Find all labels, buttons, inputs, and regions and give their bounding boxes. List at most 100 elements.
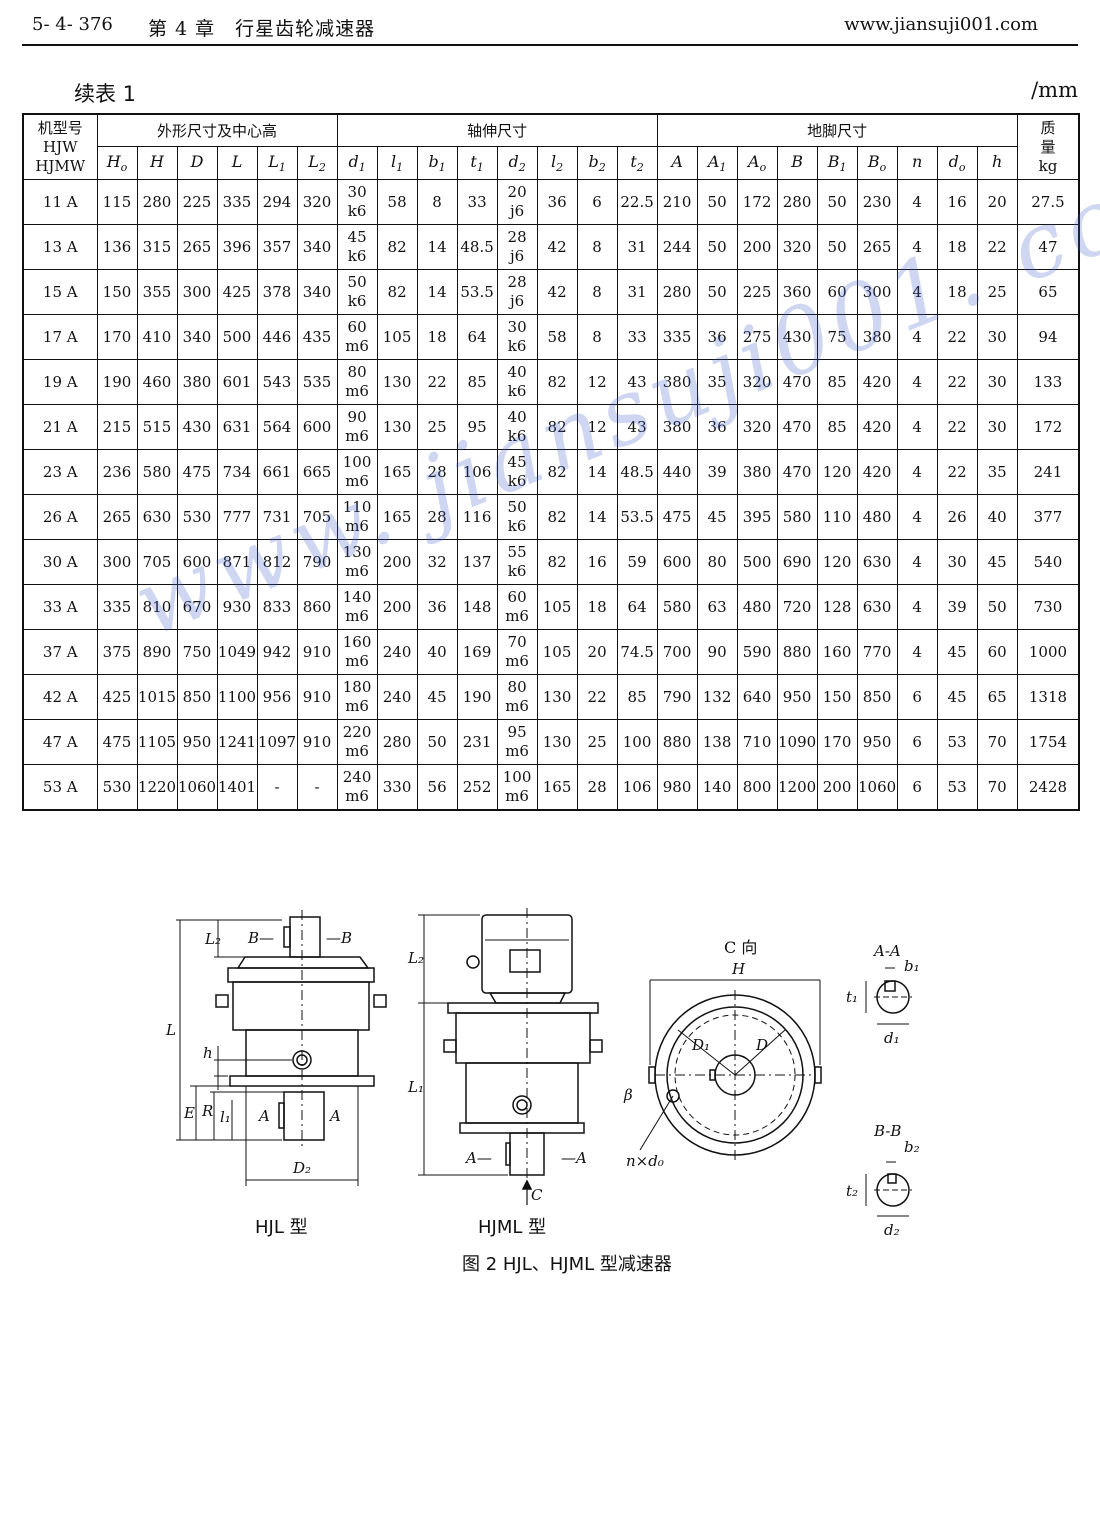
column-subscript: o <box>759 161 767 175</box>
table-cell: 600 <box>656 539 698 585</box>
table-cell: 705 <box>296 494 338 540</box>
table-cell: 225 <box>176 179 218 225</box>
column-symbol: n <box>911 151 923 171</box>
table-cell: 59 <box>616 539 658 585</box>
hjml-upper-housing <box>455 1012 591 1064</box>
label-bb: B-B <box>873 1122 901 1140</box>
mass-header: 质 量 kg <box>1016 113 1080 180</box>
table-cell: 265 <box>856 224 898 270</box>
table-cell: 956 <box>256 674 298 720</box>
table-cell-line: k6 <box>507 562 527 580</box>
table-cell: 812 <box>256 539 298 585</box>
mass-header-1: 质 <box>1040 118 1056 137</box>
table-cell: 105 <box>536 584 578 630</box>
column-header: n <box>896 146 938 180</box>
column-symbol: D <box>190 151 204 171</box>
table-cell: 355 <box>136 269 178 315</box>
table-cell: 82 <box>536 449 578 495</box>
table-cell-line: m6 <box>505 652 529 670</box>
table-cell: 4 <box>896 359 938 405</box>
hjl-drawing <box>176 910 387 1186</box>
table-cell: 137 <box>456 539 498 585</box>
table-cell: 115 <box>96 179 138 225</box>
table-cell: 50 <box>816 224 858 270</box>
column-subscript: o <box>120 161 128 175</box>
table-cell-line: m6 <box>345 472 369 490</box>
column-header: do <box>936 146 978 180</box>
label-b-right: —B <box>326 929 352 947</box>
table-cell: 700 <box>656 629 698 675</box>
table-cell-line: 95 <box>507 723 527 741</box>
table-cell-line: m6 <box>505 742 529 760</box>
table-cell: 120 <box>816 539 858 585</box>
table-cell: 6 <box>896 764 938 811</box>
table-cell: 47 A <box>22 719 98 765</box>
table-cell: 169 <box>456 629 498 675</box>
hjl-top-cover <box>236 956 370 969</box>
table-cell-line: k6 <box>507 382 527 400</box>
table-cell: 1401 <box>216 764 258 811</box>
table-cell: 4 <box>896 449 938 495</box>
column-header: d2 <box>496 146 538 180</box>
table-cell: 58 <box>376 179 418 225</box>
table-cell: 720 <box>776 584 818 630</box>
table-cell: 378 <box>256 269 298 315</box>
table-cell: 160 <box>816 629 858 675</box>
column-symbol: H <box>106 151 121 171</box>
table-cell: 63 <box>696 584 738 630</box>
column-header: D <box>176 146 218 180</box>
table-cell: 170 <box>96 314 138 360</box>
table-cell: 950 <box>776 674 818 720</box>
table-cell: 172 <box>1016 404 1080 450</box>
table-cell: 540 <box>1016 539 1080 585</box>
table-cell: 30 <box>976 404 1018 450</box>
table-cell: 880 <box>656 719 698 765</box>
table-cell: 13 A <box>22 224 98 270</box>
table-cell: 380 <box>656 359 698 405</box>
table-cell: 165 <box>536 764 578 811</box>
label-l1: l₁ <box>220 1108 231 1126</box>
c-view-lug-right <box>814 1066 822 1084</box>
table-cell: 731 <box>256 494 298 540</box>
table-cell: 6 <box>576 179 618 225</box>
column-symbol: d <box>948 151 959 171</box>
table-cell: 300 <box>856 269 898 315</box>
table-cell: 910 <box>296 629 338 675</box>
column-symbol: A <box>707 151 720 171</box>
c-view-bolt-hole <box>666 1089 680 1103</box>
table-cell: 28 <box>416 494 458 540</box>
table-cell-line: m6 <box>345 517 369 535</box>
table-cell: 85 <box>616 674 658 720</box>
table-cell: 300 <box>176 269 218 315</box>
table-cell: 850 <box>176 674 218 720</box>
table-cell: 280 <box>656 269 698 315</box>
table-cell: 630 <box>856 539 898 585</box>
table-cell: 440 <box>656 449 698 495</box>
table-cell: 420 <box>856 359 898 405</box>
table-cell: 45 <box>936 629 978 675</box>
table-cell: 105 <box>536 629 578 675</box>
table-cell: 20 <box>976 179 1018 225</box>
table-cell: 128 <box>816 584 858 630</box>
column-header: d1 <box>336 146 378 180</box>
table-cell: 4 <box>896 629 938 675</box>
column-symbol: b <box>428 151 439 171</box>
table-cell: 294 <box>256 179 298 225</box>
table-cell-line: k6 <box>507 472 527 490</box>
hjl-lift-lug-right <box>373 994 387 1008</box>
table-cell: 810 <box>136 584 178 630</box>
hjml-oil-plug <box>512 1095 532 1115</box>
table-cell: 36 <box>696 314 738 360</box>
table-cell: 1105 <box>136 719 178 765</box>
table-cell: 42 A <box>22 674 98 720</box>
site-url: www.jiansuji001.com <box>844 14 1038 35</box>
table-cell: 28 <box>576 764 618 811</box>
table-cell: 500 <box>736 539 778 585</box>
